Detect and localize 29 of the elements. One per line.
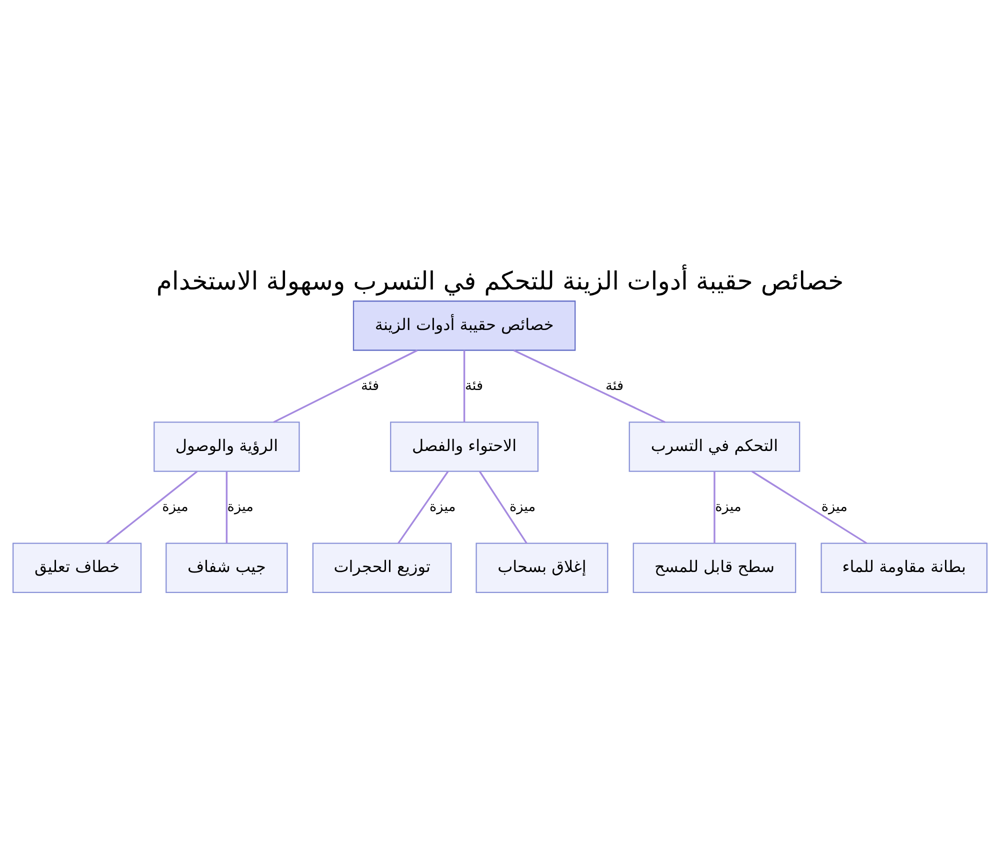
- edge-label: ميزة: [821, 498, 848, 514]
- node-box: بطانة مقاومة للماء: [820, 542, 988, 592]
- node-box: الاحتواء والفصل: [390, 421, 539, 472]
- diagram-title: خصائص حقيبة أدوات الزينة للتحكم في التسرب وسهولة الاستخدام: [156, 266, 844, 295]
- connector: [478, 470, 528, 544]
- connector: [714, 470, 716, 543]
- connector: [273, 349, 418, 422]
- node-box: خطاف تعليق: [12, 542, 142, 592]
- edge-label: فئة: [361, 377, 380, 394]
- connector: [513, 349, 666, 422]
- edge-label: ميزة: [162, 498, 188, 514]
- node-box: التحكم في التسرب: [628, 421, 800, 472]
- edge-label: ميزة: [430, 498, 456, 514]
- connector: [226, 470, 228, 543]
- edge-label: ميزة: [509, 498, 536, 514]
- node-box: إغلاق بسحاب: [476, 542, 608, 592]
- edge-label: فئة: [465, 377, 484, 394]
- connector: [398, 470, 449, 544]
- edge-label: فئة: [606, 377, 624, 394]
- connector: [463, 350, 466, 422]
- connector: [752, 470, 868, 544]
- node-box: خصائص حقيبة أدوات الزينة: [352, 300, 576, 350]
- connector: [106, 470, 198, 544]
- node-box: توزيع الحجرات: [312, 542, 452, 592]
- node-box: الرؤية والوصول: [154, 421, 300, 472]
- node-box: جيب شفاف: [166, 542, 288, 592]
- node-box: سطح قابل للمسح: [632, 542, 796, 592]
- edge-label: ميزة: [715, 498, 742, 514]
- edge-label: ميزة: [227, 498, 254, 514]
